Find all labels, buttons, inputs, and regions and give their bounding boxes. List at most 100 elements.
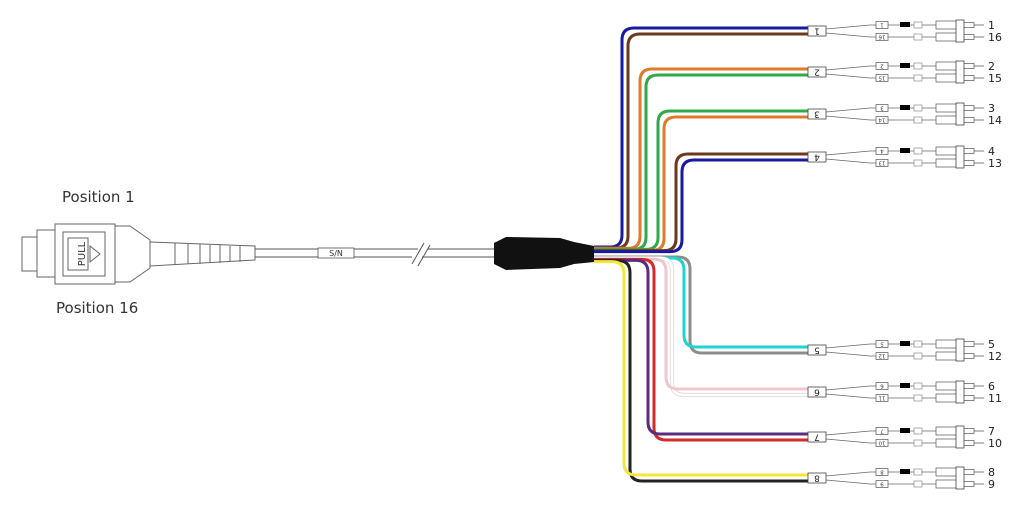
fiber-tag-number-13: 13 xyxy=(878,160,885,166)
fiber-tag-2 xyxy=(875,62,889,70)
fiber-tag-number-14: 14 xyxy=(878,117,885,123)
fiber-number-13: 13 xyxy=(988,157,1002,170)
fiber-tag-4 xyxy=(875,147,889,155)
fiber-tag-number-10: 10 xyxy=(878,440,885,446)
fiber-number-1: 1 xyxy=(988,19,995,32)
fiber-number-3: 3 xyxy=(988,102,995,115)
wire-14 xyxy=(594,115,808,252)
lc-boot-13 xyxy=(913,159,923,167)
leg-tag-1 xyxy=(807,25,827,37)
fiber-tag-13 xyxy=(875,159,889,167)
cable-break-mark xyxy=(411,242,431,267)
fiber-tag-1 xyxy=(875,21,889,29)
fiber-tag-number-1: 1 xyxy=(880,22,884,28)
leg-split-4 xyxy=(825,150,871,164)
wire-7 xyxy=(594,257,808,442)
leg-tag-number-4: 4 xyxy=(814,152,820,162)
connector-rear xyxy=(114,225,151,283)
fiber-number-7: 7 xyxy=(988,425,995,438)
leg-tag-2 xyxy=(807,66,827,78)
fiber-number-4: 4 xyxy=(988,145,995,158)
wire-10 xyxy=(594,258,808,436)
lc-boot-10 xyxy=(913,439,923,447)
breakout-sleeve xyxy=(494,237,594,270)
leg-split-3 xyxy=(825,107,871,121)
fiber-number-10: 10 xyxy=(988,437,1002,450)
fiber-tag-8 xyxy=(875,468,889,476)
fiber-number-8: 8 xyxy=(988,466,995,479)
boot-band-3 xyxy=(900,105,910,110)
fiber-tag-7 xyxy=(875,427,889,435)
wire-15 xyxy=(594,73,808,251)
wire-4 xyxy=(594,152,808,253)
fiber-tag-5 xyxy=(875,340,889,348)
duplex-clip-3 xyxy=(955,102,965,126)
lc-boot-1 xyxy=(913,21,923,29)
lc-boot-14 xyxy=(913,116,923,124)
serial-tag-label: S/N xyxy=(329,249,343,258)
wire-6 xyxy=(594,256,808,397)
fiber-number-14: 14 xyxy=(988,114,1002,127)
lc-boot-11 xyxy=(913,394,923,402)
leg-tag-number-6: 6 xyxy=(814,387,820,397)
lc-boot-15 xyxy=(913,74,923,82)
leg-tag-5 xyxy=(807,344,827,356)
connector-ferrule xyxy=(21,236,38,272)
lc-boot-7 xyxy=(913,427,923,435)
fiber-number-5: 5 xyxy=(988,338,995,351)
fiber-number-12: 12 xyxy=(988,350,1002,363)
fiber-tag-number-6: 6 xyxy=(880,383,884,389)
lc-boot-9 xyxy=(913,480,923,488)
leg-tag-3 xyxy=(807,108,827,120)
pull-tab xyxy=(67,237,89,271)
boot-band-7 xyxy=(900,428,910,433)
boot xyxy=(149,241,256,267)
lc-boot-16 xyxy=(913,33,923,41)
boot-band-1 xyxy=(900,22,910,27)
duplex-clip-4 xyxy=(955,145,965,169)
mpo-connector: PULL xyxy=(21,223,256,285)
fiber-tag-number-16: 16 xyxy=(878,34,885,40)
pull-tab-label: PULL xyxy=(77,241,88,266)
lc-boot-8 xyxy=(913,468,923,476)
wire-13 xyxy=(594,158,808,254)
leg-tag-number-7: 7 xyxy=(814,432,820,442)
fiber-tag-12 xyxy=(875,352,889,360)
leg-tag-6 xyxy=(807,386,827,398)
fiber-tag-9 xyxy=(875,480,889,488)
fiber-tag-15 xyxy=(875,74,889,82)
fiber-tag-number-9: 9 xyxy=(880,481,884,487)
fiber-number-9: 9 xyxy=(988,478,995,491)
wire-8 xyxy=(594,259,808,483)
position-1-label: Position 1 xyxy=(62,188,135,206)
fiber-tag-11 xyxy=(875,394,889,402)
fiber-tag-number-2: 2 xyxy=(880,63,884,69)
fiber-tag-3 xyxy=(875,104,889,112)
boot-band-8 xyxy=(900,469,910,474)
fiber-tag-number-15: 15 xyxy=(878,75,885,81)
wire-9 xyxy=(594,260,808,477)
fiber-number-6: 6 xyxy=(988,380,995,393)
fiber-number-15: 15 xyxy=(988,72,1002,85)
duplex-clip-7 xyxy=(955,425,965,449)
boot-band-2 xyxy=(900,63,910,68)
lc-boot-12 xyxy=(913,352,923,360)
leg-tag-number-1: 1 xyxy=(814,26,820,36)
duplex-clip-1 xyxy=(955,19,965,43)
boot-band-6 xyxy=(900,383,910,388)
wire-16 xyxy=(594,32,808,250)
fiber-tag-14 xyxy=(875,116,889,124)
duplex-clip-6 xyxy=(955,380,965,404)
fiber-tag-6 xyxy=(875,382,889,390)
wire-2 xyxy=(594,67,808,250)
fiber-tag-number-7: 7 xyxy=(880,428,884,434)
wire-5 xyxy=(594,255,808,355)
fiber-tag-number-4: 4 xyxy=(880,148,884,154)
